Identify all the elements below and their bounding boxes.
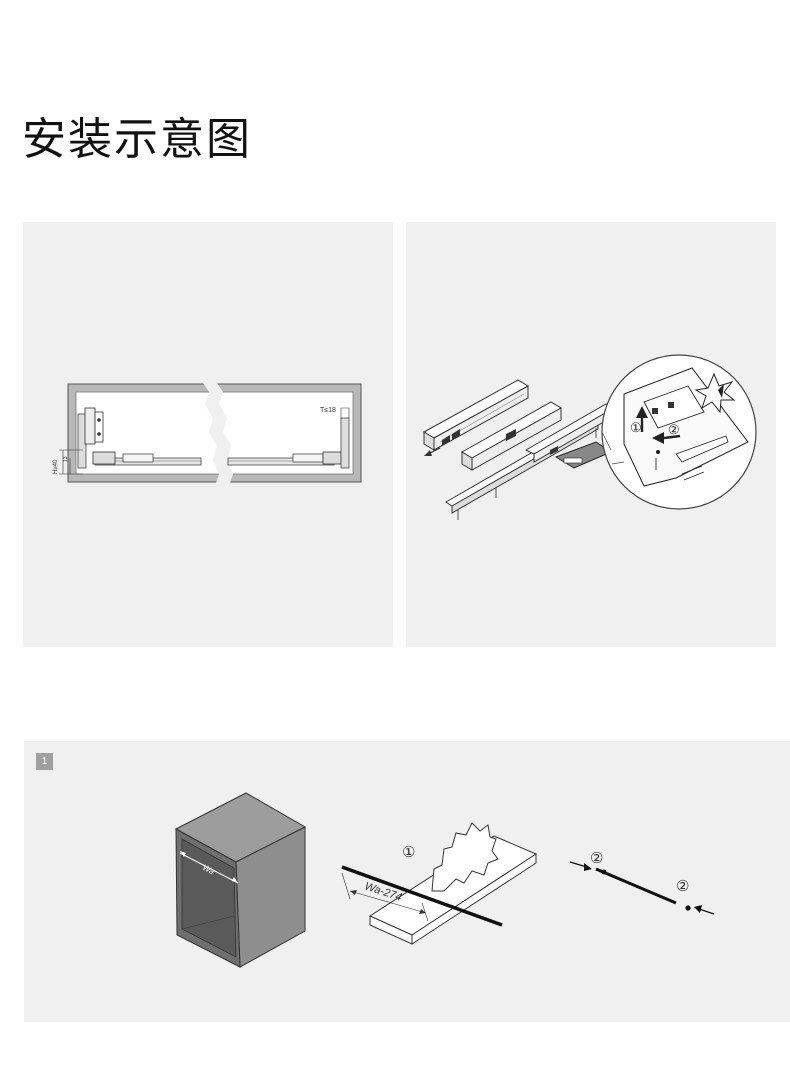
rod-assembly: ② ② — [569, 850, 715, 915]
middle-rail — [461, 401, 562, 471]
step-one-panel: 1 Wa Wa-274 ① — [24, 741, 790, 1022]
end-cap-marker-left: ② — [590, 850, 603, 867]
end-cap-marker-right: ② — [676, 878, 689, 895]
cut-length-label: Wa-274 — [363, 880, 403, 903]
cabinet-box: Wa — [174, 792, 307, 968]
saw-step-marker: ① — [402, 844, 415, 861]
step-number-badge: 1 — [36, 753, 53, 770]
slide-rail-panel: ① ② — [406, 222, 776, 647]
upper-rail — [422, 379, 530, 451]
step-one-diagram: Wa Wa-274 ① ② — [174, 792, 715, 968]
offset-label: 13 — [63, 456, 69, 462]
step-one-marker: ① — [630, 420, 642, 435]
page-title: 安装示意图 — [22, 114, 252, 165]
slide-rail-diagram: ① ② — [422, 354, 757, 520]
cross-section-diagram: H≥40 13 T≤18 — [53, 380, 362, 486]
height-label: H≥40 — [53, 459, 59, 474]
thickness-label: T≤18 — [320, 407, 336, 414]
saw-cutting: Wa-274 ① — [341, 822, 538, 945]
step-two-marker: ② — [668, 422, 680, 437]
cross-section-panel: H≥40 13 T≤18 — [23, 222, 393, 647]
